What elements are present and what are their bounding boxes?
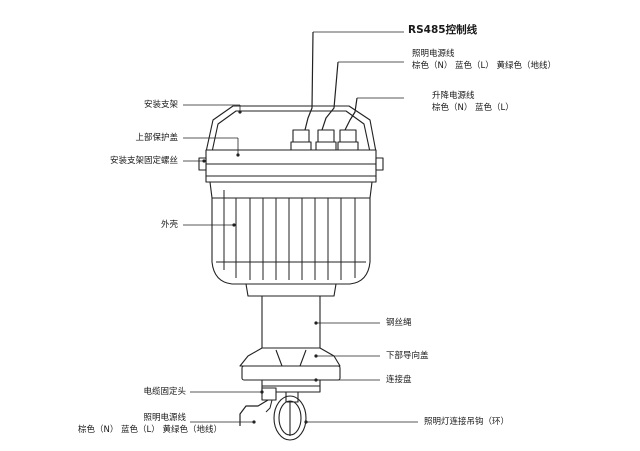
label-lighting-power-bottom-colors: 棕色（N） 蓝色（L） 黄绿色（地线） [78, 425, 222, 435]
label-rs485: RS485控制线 [408, 24, 478, 36]
label-lighting-power-bottom: 照明电源线 [143, 413, 186, 423]
wire-rope-column [261, 295, 321, 349]
bracket-outline [205, 105, 377, 153]
label-mount-bracket: 安装支架 [143, 100, 178, 110]
label-bracket-screw: 安装支架固定螺丝 [109, 156, 178, 166]
label-cable-fix-head: 电缆固定头 [143, 387, 186, 397]
cable-fix-head [261, 387, 277, 401]
shell-body [209, 181, 373, 285]
label-lift-power-colors: 棕色（N） 蓝色（L） [432, 103, 514, 113]
label-hook-ring: 照明灯连接吊钩（环） [424, 417, 510, 427]
upper-cover-body [205, 149, 377, 183]
label-shell: 外壳 [160, 220, 178, 230]
label-wire-rope: 钢丝绳 [386, 318, 412, 328]
bracket-inner [211, 110, 371, 153]
label-lighting-power-top: 照明电源线 [412, 49, 455, 59]
rs485-cable [304, 31, 314, 131]
lower-guide-cover [239, 347, 341, 367]
label-lighting-power-top-colors: 棕色（N） 蓝色（L） 黄绿色（地线） [412, 61, 556, 71]
lighting-cable-bottom [239, 399, 269, 426]
label-connect-plate: 连接盘 [386, 375, 412, 385]
label-lower-guide-cover: 下部导向盖 [386, 351, 429, 361]
connect-plate [241, 365, 341, 381]
lighting-cable-top [321, 61, 339, 131]
label-lift-power: 升降电源线 [432, 91, 475, 101]
lift-cable [344, 97, 358, 131]
hook-ring [273, 395, 307, 441]
label-upper-cover: 上部保护盖 [135, 133, 178, 143]
